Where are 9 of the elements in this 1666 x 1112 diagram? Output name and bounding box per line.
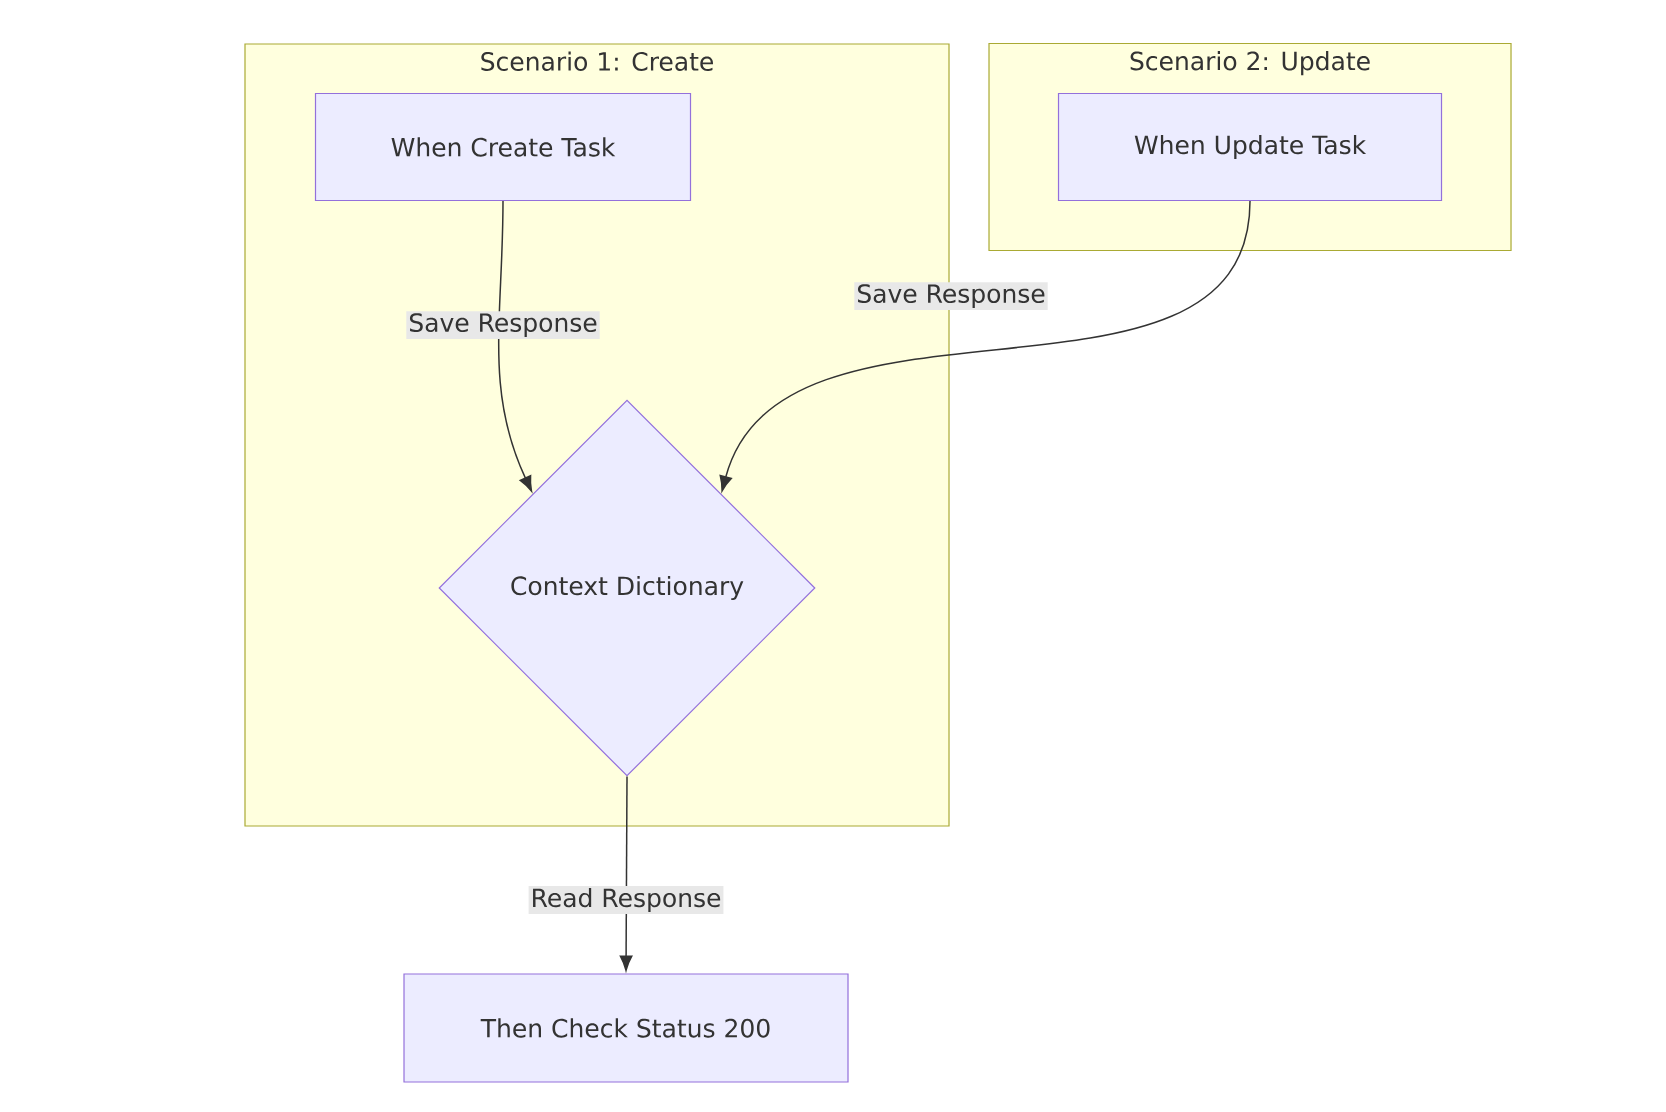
edge-label: Save Response — [406, 311, 600, 339]
process-box: When Update Task — [1057, 92, 1443, 202]
arrow — [619, 775, 633, 972]
process-box: When Create Task — [314, 92, 692, 202]
arrow — [719, 200, 1251, 492]
process-box: Then Check Status 200 — [403, 973, 849, 1083]
edge-label: Save Response — [854, 282, 1048, 310]
edge-label: Read Response — [528, 885, 724, 915]
arrow — [497, 200, 533, 492]
